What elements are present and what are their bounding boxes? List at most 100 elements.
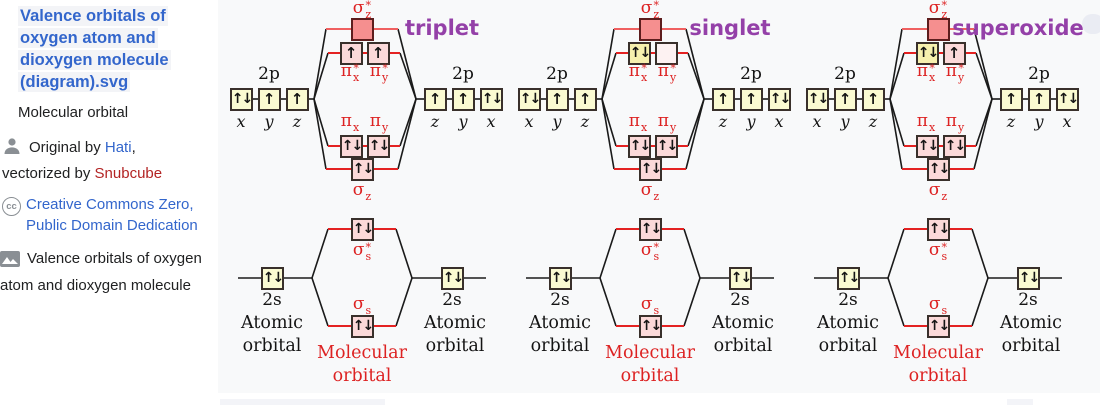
shell-2p-right-label: 2p: [452, 64, 474, 84]
ao-right-2s-box: ↑↓: [1016, 266, 1040, 290]
shell-2s-right-label: 2s: [730, 290, 750, 310]
sigma-s-box: ↑↓: [926, 314, 950, 338]
pi-y-box: ↑↓: [942, 134, 966, 158]
sigma-s-box: ↑↓: [350, 314, 374, 338]
pi-y-box: ↑↓: [654, 134, 678, 158]
vectorizer-link[interactable]: Snubcube: [94, 165, 163, 182]
atomic-orbital-label-left: Atomic orbital: [529, 313, 591, 356]
attribution-line: Original by Hati, vectorized by Snubcube: [2, 136, 206, 185]
file-description: Molecular orbital: [18, 104, 129, 121]
axis-label-right-y: y: [1034, 112, 1044, 131]
atomic-orbital-label-left: Atomic orbital: [241, 313, 303, 356]
molecular-orbital-label: Molecular orbital: [605, 343, 695, 386]
ao-left-box-z: ↑: [285, 87, 309, 111]
file-meta-panel: Valence orbitals of oxygen atom and diox…: [0, 0, 218, 412]
image-icon: [0, 251, 20, 274]
sigma-z-star-label-text: σ*z: [640, 0, 660, 21]
pi-x-star-label: π*x: [629, 63, 647, 84]
sigma-s-star-label: σ*s: [928, 240, 948, 263]
shell-2s-left-label: 2s: [262, 290, 282, 310]
pi-x-star-label-text: π*x: [340, 61, 360, 84]
attribution-prefix: Original by: [29, 139, 105, 156]
file-title-text[interactable]: Valence orbitals of oxygen atom and diox…: [18, 6, 171, 92]
pi-x-star-box: ↑: [339, 41, 363, 65]
axis-label-left-x: x: [812, 112, 822, 131]
file-title[interactable]: Valence orbitals of oxygen atom and diox…: [18, 5, 214, 93]
sigma-z-star-label-text: σ*z: [352, 0, 372, 21]
license-link[interactable]: Creative Commons Zero, Public Domain Ded…: [26, 196, 198, 234]
ao-left-box-x: ↑↓: [229, 87, 253, 111]
shell-2p-right-label: 2p: [740, 64, 762, 84]
shell-2p-left-label: 2p: [546, 64, 568, 84]
ao-right-box-y: ↑: [739, 87, 763, 111]
pi-y-star-box: ↑: [942, 41, 966, 65]
ao-left-box-y: ↑: [257, 87, 281, 111]
sigma-s-star-label-text: σ*s: [640, 240, 660, 263]
pi-x-box: ↑↓: [339, 134, 363, 158]
user-icon: [2, 136, 22, 163]
sigma-z-star-box: [350, 17, 374, 41]
ao-left-box-y: ↑: [545, 87, 569, 111]
sigma-z-box: ↑↓: [926, 157, 950, 181]
sigma-s-star-label-text: σ*s: [352, 240, 372, 263]
shell-2s-left-label: 2s: [550, 290, 570, 310]
axis-label-left-z: z: [292, 112, 302, 131]
sigma-s-star-box: ↑↓: [350, 217, 374, 241]
ao-right-box-x: ↑↓: [767, 87, 791, 111]
state-label-triplet: triplet: [404, 16, 480, 40]
atomic-orbital-label-left: Atomic orbital: [817, 313, 879, 356]
axis-label-right-z: z: [718, 112, 728, 131]
sigma-s-box: ↑↓: [638, 314, 662, 338]
sigma-z-star-box: [926, 17, 950, 41]
ao-right-2s-box: ↑↓: [728, 266, 752, 290]
sigma-z-star-box: [638, 17, 662, 41]
ao-right-2s-box: ↑↓: [440, 266, 464, 290]
axis-label-left-z: z: [580, 112, 590, 131]
ao-right-box-z: ↑: [711, 87, 735, 111]
axis-label-left-y: y: [840, 112, 850, 131]
axis-label-left-y: y: [552, 112, 562, 131]
axis-label-left-x: x: [236, 112, 246, 131]
author-link[interactable]: Hati: [104, 139, 132, 156]
pi-y-star-label-text: π*y: [369, 61, 389, 84]
axis-label-right-x: x: [774, 112, 784, 131]
axis-label-right-x: x: [1062, 112, 1072, 131]
pi-y-star-box: ↑: [366, 41, 390, 65]
shell-2p-left-label: 2p: [834, 64, 856, 84]
axis-label-left-y: y: [264, 112, 274, 131]
pi-y-star-label: π*y: [946, 63, 964, 84]
pi-x-star-box: ↑↓: [915, 41, 939, 65]
ao-right-box-z: ↑: [999, 87, 1023, 111]
axis-label-left-z: z: [868, 112, 878, 131]
ao-right-box-y: ↑: [451, 87, 475, 111]
molecular-orbital-label: Molecular orbital: [893, 343, 983, 386]
axis-label-left-x: x: [524, 112, 534, 131]
sigma-s-star-label-text: σ*s: [928, 240, 948, 263]
pi-x-box: ↑↓: [915, 134, 939, 158]
shell-2s-right-label: 2s: [442, 290, 462, 310]
pi-y-star-box: [654, 41, 678, 65]
pi-y-star-label-text: π*y: [657, 61, 677, 84]
pi-y-box: ↑↓: [366, 134, 390, 158]
pi-y-star-label: π*y: [657, 61, 677, 84]
ao-left-2s-box: ↑↓: [260, 266, 284, 290]
ao-right-box-x: ↑↓: [1055, 87, 1079, 111]
